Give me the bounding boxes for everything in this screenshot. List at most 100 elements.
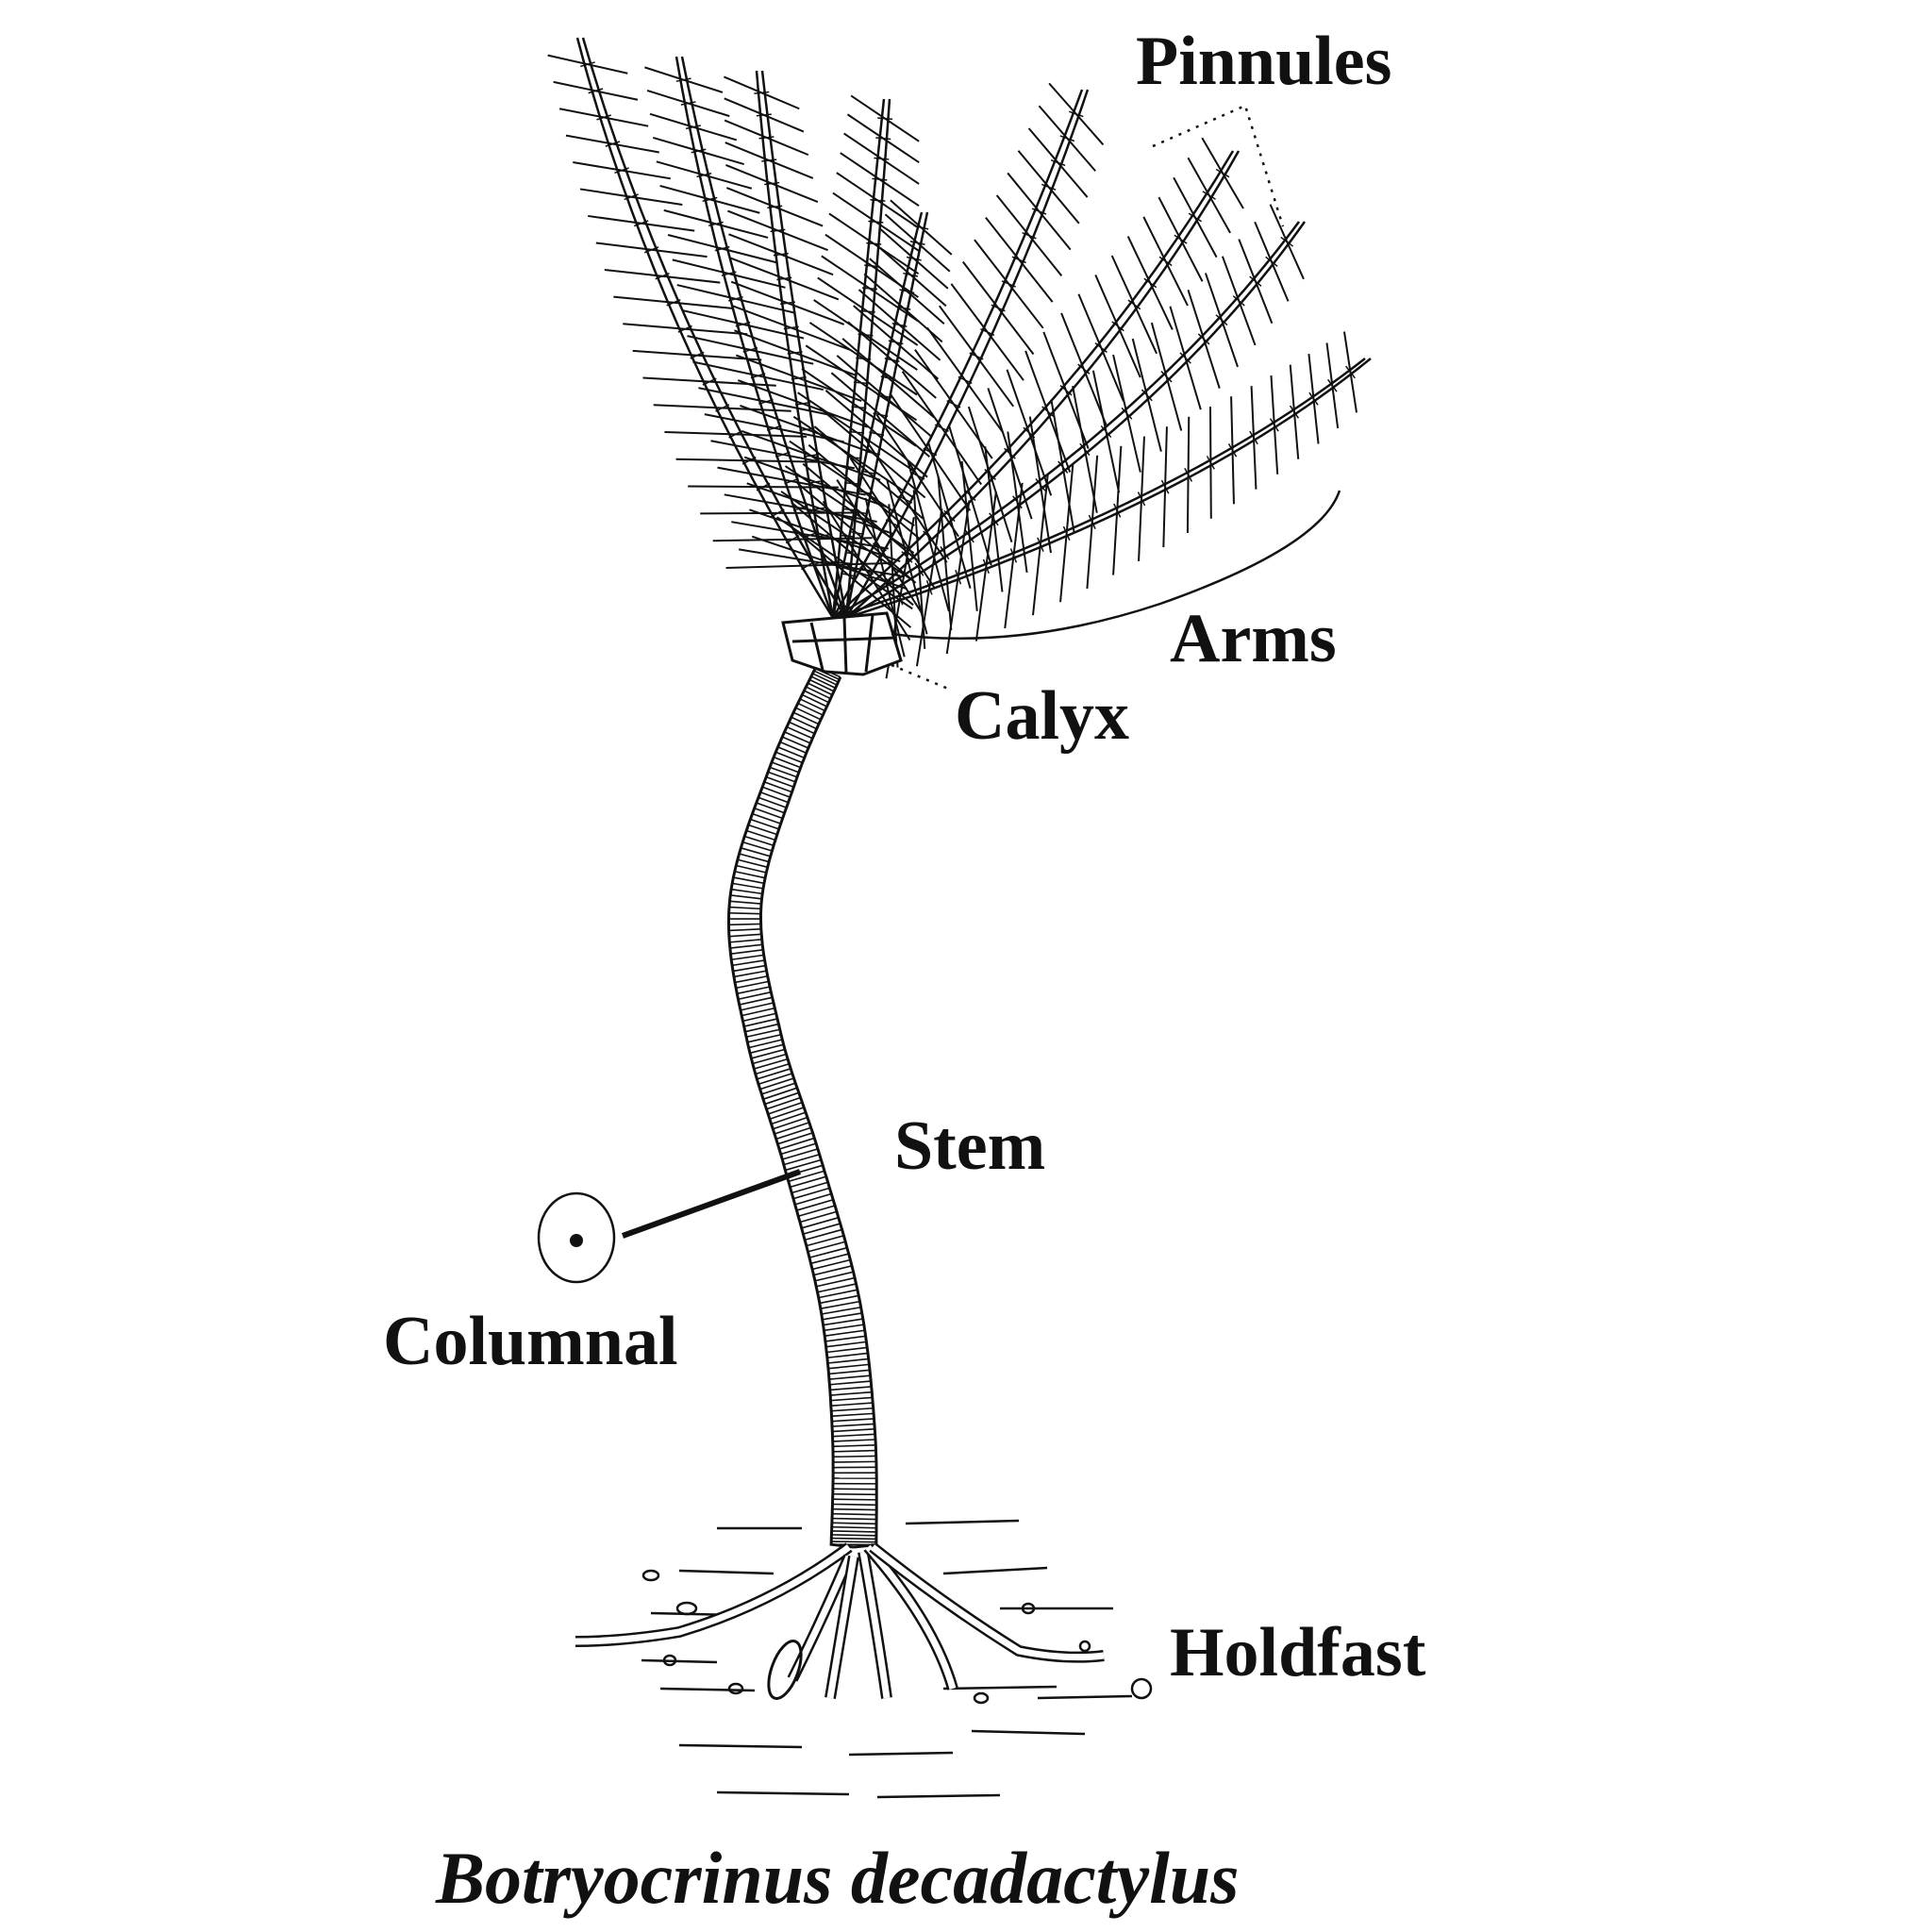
stem-columnal-ring (781, 736, 809, 749)
stem-columnal-ring (728, 906, 761, 910)
pinnule (1149, 282, 1174, 330)
pinnule (774, 426, 844, 443)
arm-segment (1227, 442, 1238, 458)
pinnule (832, 192, 876, 223)
stem-columnal-ring (812, 673, 838, 686)
pinnule (771, 182, 819, 204)
stem-columnal-ring (783, 1153, 820, 1166)
pinnule (1133, 304, 1158, 355)
pinnule (898, 324, 941, 361)
pinnule (1024, 350, 1049, 412)
pinnule (791, 480, 866, 496)
pinnule (1254, 280, 1274, 325)
pinnule (740, 404, 808, 431)
pinnule (573, 161, 623, 172)
pinnule (906, 290, 945, 325)
stem-columnal-ring (786, 725, 813, 740)
pinnule (724, 75, 762, 94)
stem-columnal-ring (831, 1525, 877, 1529)
arm-segment (869, 431, 885, 437)
arm-segment (940, 545, 950, 560)
stem-columnal-ring (758, 1073, 793, 1086)
arm-segment (914, 562, 924, 576)
stem-columnal-ring (775, 751, 803, 764)
arm-segment (1079, 442, 1091, 457)
pinnule (886, 479, 908, 558)
arm-segment (861, 287, 877, 291)
pinnule (1222, 173, 1244, 209)
pinnule (815, 480, 888, 508)
root-fill (870, 1544, 1105, 1661)
stem-columnal-ring (813, 1265, 853, 1276)
arm-segment (758, 398, 774, 405)
pinnule (1203, 339, 1221, 389)
stem-outline (727, 665, 855, 1549)
arm-segment (792, 505, 808, 511)
stem-columnal-ring (779, 741, 808, 754)
pinnule (907, 461, 930, 537)
pinnule (787, 302, 845, 325)
arm-segment (785, 535, 800, 544)
stem-columnal-ring (731, 888, 763, 895)
arm-segment (923, 530, 935, 542)
stem-columnal-ring (806, 686, 831, 700)
stem-columnal-ring (732, 964, 766, 973)
arm-segment (675, 77, 691, 82)
pinnule (957, 500, 971, 577)
pinnule (724, 97, 765, 116)
stem-columnal-ring (771, 761, 800, 774)
stem-columnal-ring (820, 1300, 860, 1309)
pinnule (1158, 196, 1182, 241)
arm-segment (776, 276, 792, 281)
pinnule (791, 501, 854, 555)
pinnule (783, 277, 840, 301)
pinnule (774, 206, 824, 227)
pinnule (1112, 354, 1128, 414)
arm-segment (680, 101, 696, 106)
arm-segment (1249, 275, 1262, 287)
stem-columnal-ring (825, 1341, 867, 1348)
pinnule (724, 142, 770, 161)
pinnule (985, 216, 1021, 260)
arm-segment (1265, 256, 1278, 267)
pinnule (728, 273, 786, 289)
pinnule (663, 208, 717, 225)
stem-columnal-ring (797, 702, 824, 716)
arm-segment (1077, 363, 1091, 375)
pinnule (722, 407, 791, 412)
arm-segment (946, 400, 961, 408)
pinnule (878, 178, 920, 207)
arm-segment (934, 424, 949, 432)
pinnule (732, 305, 792, 329)
pinnule (685, 327, 748, 336)
pinnule (821, 255, 871, 290)
pinnule (797, 391, 858, 434)
stem-columnal-ring (810, 675, 836, 690)
pinnule (649, 112, 694, 128)
stem-columnal-ring (833, 1455, 876, 1458)
stem-columnal-ring (832, 1498, 877, 1501)
stem-columnal-ring (831, 1530, 876, 1533)
stem-columnal-ring (832, 1517, 877, 1521)
arm-segment (853, 509, 869, 515)
arm (832, 204, 1307, 668)
stem-columnal-ring (729, 943, 763, 949)
stem-columnal-ring (742, 1012, 776, 1023)
sediment-line (942, 1566, 1048, 1575)
pinnule (808, 443, 866, 493)
pinnule (928, 451, 972, 511)
pinnule (927, 536, 950, 612)
pinnule (836, 172, 878, 202)
pinnule (1221, 256, 1241, 302)
pinnule (1253, 437, 1257, 490)
pinnule (672, 258, 729, 275)
stem-columnal-ring (831, 1423, 874, 1427)
arm-segment (741, 456, 757, 465)
pinnule (717, 466, 792, 483)
pinnule (798, 376, 862, 403)
label-columnal: Columnal (383, 1303, 678, 1380)
arm-segment (1062, 525, 1071, 541)
arm-segment (991, 304, 1006, 312)
stem-columnal-ring (833, 1460, 876, 1463)
